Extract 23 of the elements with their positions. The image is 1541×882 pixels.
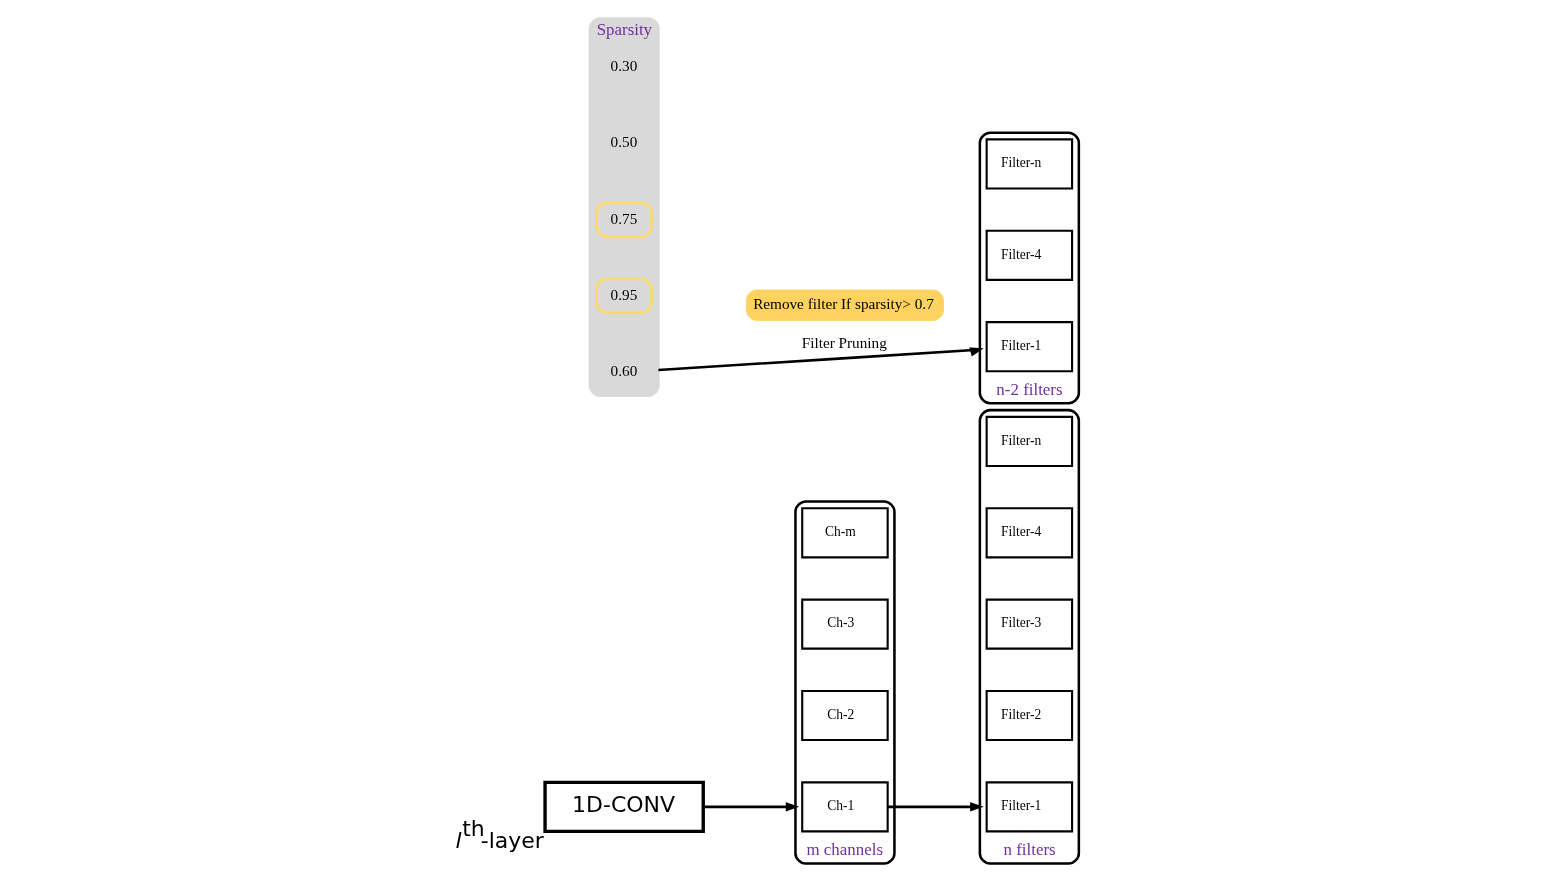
node-box: Filter-1 [985,321,1074,373]
node-box: 0.95 [595,277,653,315]
node-box: Ch-3 [801,598,889,650]
node-box: Filter-1 [985,781,1074,833]
node-box: Remove filter If sparsity> 0.7 [745,289,944,321]
node-text: 0.50 [610,133,638,151]
node-box: Ch-1 [801,781,889,833]
edge-label: Filter Pruning [801,333,887,351]
node-box: Filter-3 [985,598,1074,650]
node-box: Filter-4 [985,229,1074,281]
arrow [887,802,984,812]
arrow [703,802,800,812]
node-box: 0.75 [595,201,653,238]
node-box: 1D-CONV [543,780,705,834]
arrow [658,347,984,372]
node-box: Filter-4 [985,507,1074,559]
node-text: 0.60 [610,361,638,379]
node-box: Ch-m [801,507,889,559]
node-box: Ch-2 [801,689,889,742]
node-box: Filter-n [985,138,1074,190]
node-text: 0.30 [610,57,638,75]
node-box: Filter-2 [985,689,1074,742]
node-box: Filter-n [985,415,1074,467]
